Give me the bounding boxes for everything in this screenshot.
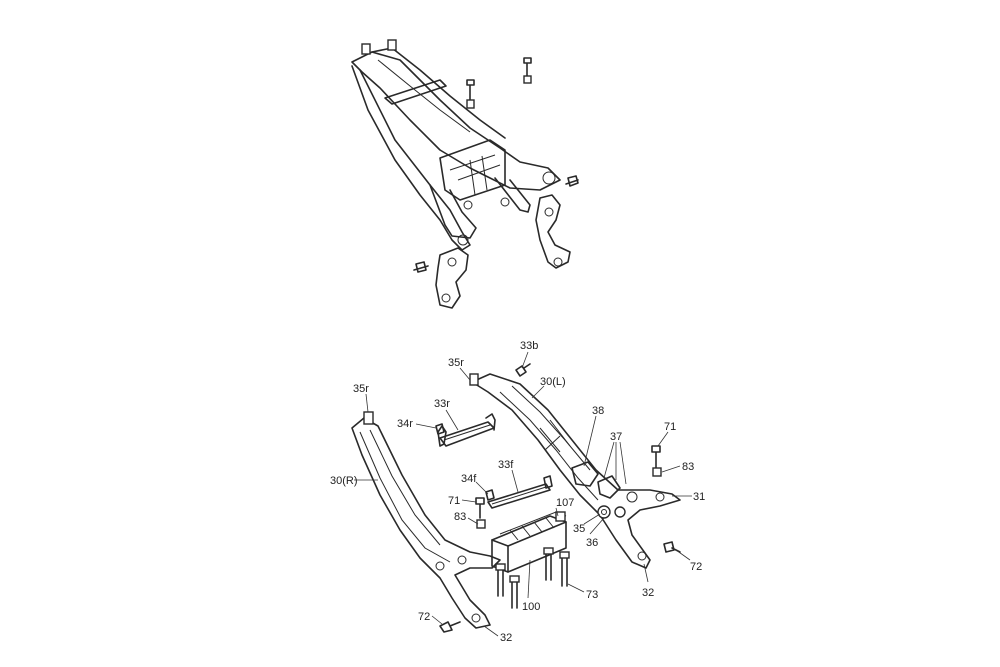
label-31: 31: [693, 491, 705, 503]
label-35: 35: [573, 523, 585, 535]
cross-member-100: [491, 511, 567, 573]
label-32-right: 32: [642, 587, 654, 599]
label-34f: 34f: [461, 473, 477, 485]
label-107: 107: [556, 497, 574, 509]
front-cross-bracket-33f: [487, 475, 553, 509]
label-30l: 30(L): [540, 376, 566, 388]
rear-cross-bracket-33r: [437, 413, 496, 447]
label-36: 36: [586, 537, 598, 549]
label-72-right: 72: [690, 561, 702, 573]
label-33f: 33f: [498, 459, 514, 471]
label-72-left: 72: [418, 611, 430, 623]
assembled-frame-illustration: [351, 39, 579, 309]
label-100: 100: [522, 601, 540, 613]
label-71-left: 71: [448, 495, 460, 507]
collar-83-left: [476, 519, 486, 529]
frame-rail-left-30l: [469, 373, 681, 569]
bolt-72-left: [439, 621, 461, 633]
label-38: 38: [592, 405, 604, 417]
label-30r: 30(R): [330, 475, 358, 487]
long-bolts-73: [495, 547, 570, 609]
label-35r-left: 35r: [353, 383, 369, 395]
leader-lines: [354, 351, 692, 637]
bolt-34f: [485, 489, 495, 501]
label-83-right: 83: [682, 461, 694, 473]
label-71-right: 71: [664, 421, 676, 433]
label-37: 37: [610, 431, 622, 443]
part-labels: 33b 35r 30(L) 35r 33r 34r 38 37 71 83 30…: [330, 340, 705, 644]
bolt-33b: [515, 363, 531, 377]
bolt-72-right: [663, 541, 681, 553]
label-83-left: 83: [454, 511, 466, 523]
label-32-left: 32: [500, 632, 512, 644]
label-34r: 34r: [397, 418, 413, 430]
label-35r-top: 35r: [448, 357, 464, 369]
bolt-71-right: [651, 445, 661, 469]
bolt-34r: [435, 423, 445, 435]
label-33r: 33r: [434, 398, 450, 410]
label-73: 73: [586, 589, 598, 601]
bolt-71-left: [475, 497, 485, 519]
label-33b: 33b: [520, 340, 538, 352]
collar-83-right: [652, 467, 662, 477]
frame-rail-right-30r: [351, 411, 501, 629]
bushing-107: [555, 511, 566, 522]
